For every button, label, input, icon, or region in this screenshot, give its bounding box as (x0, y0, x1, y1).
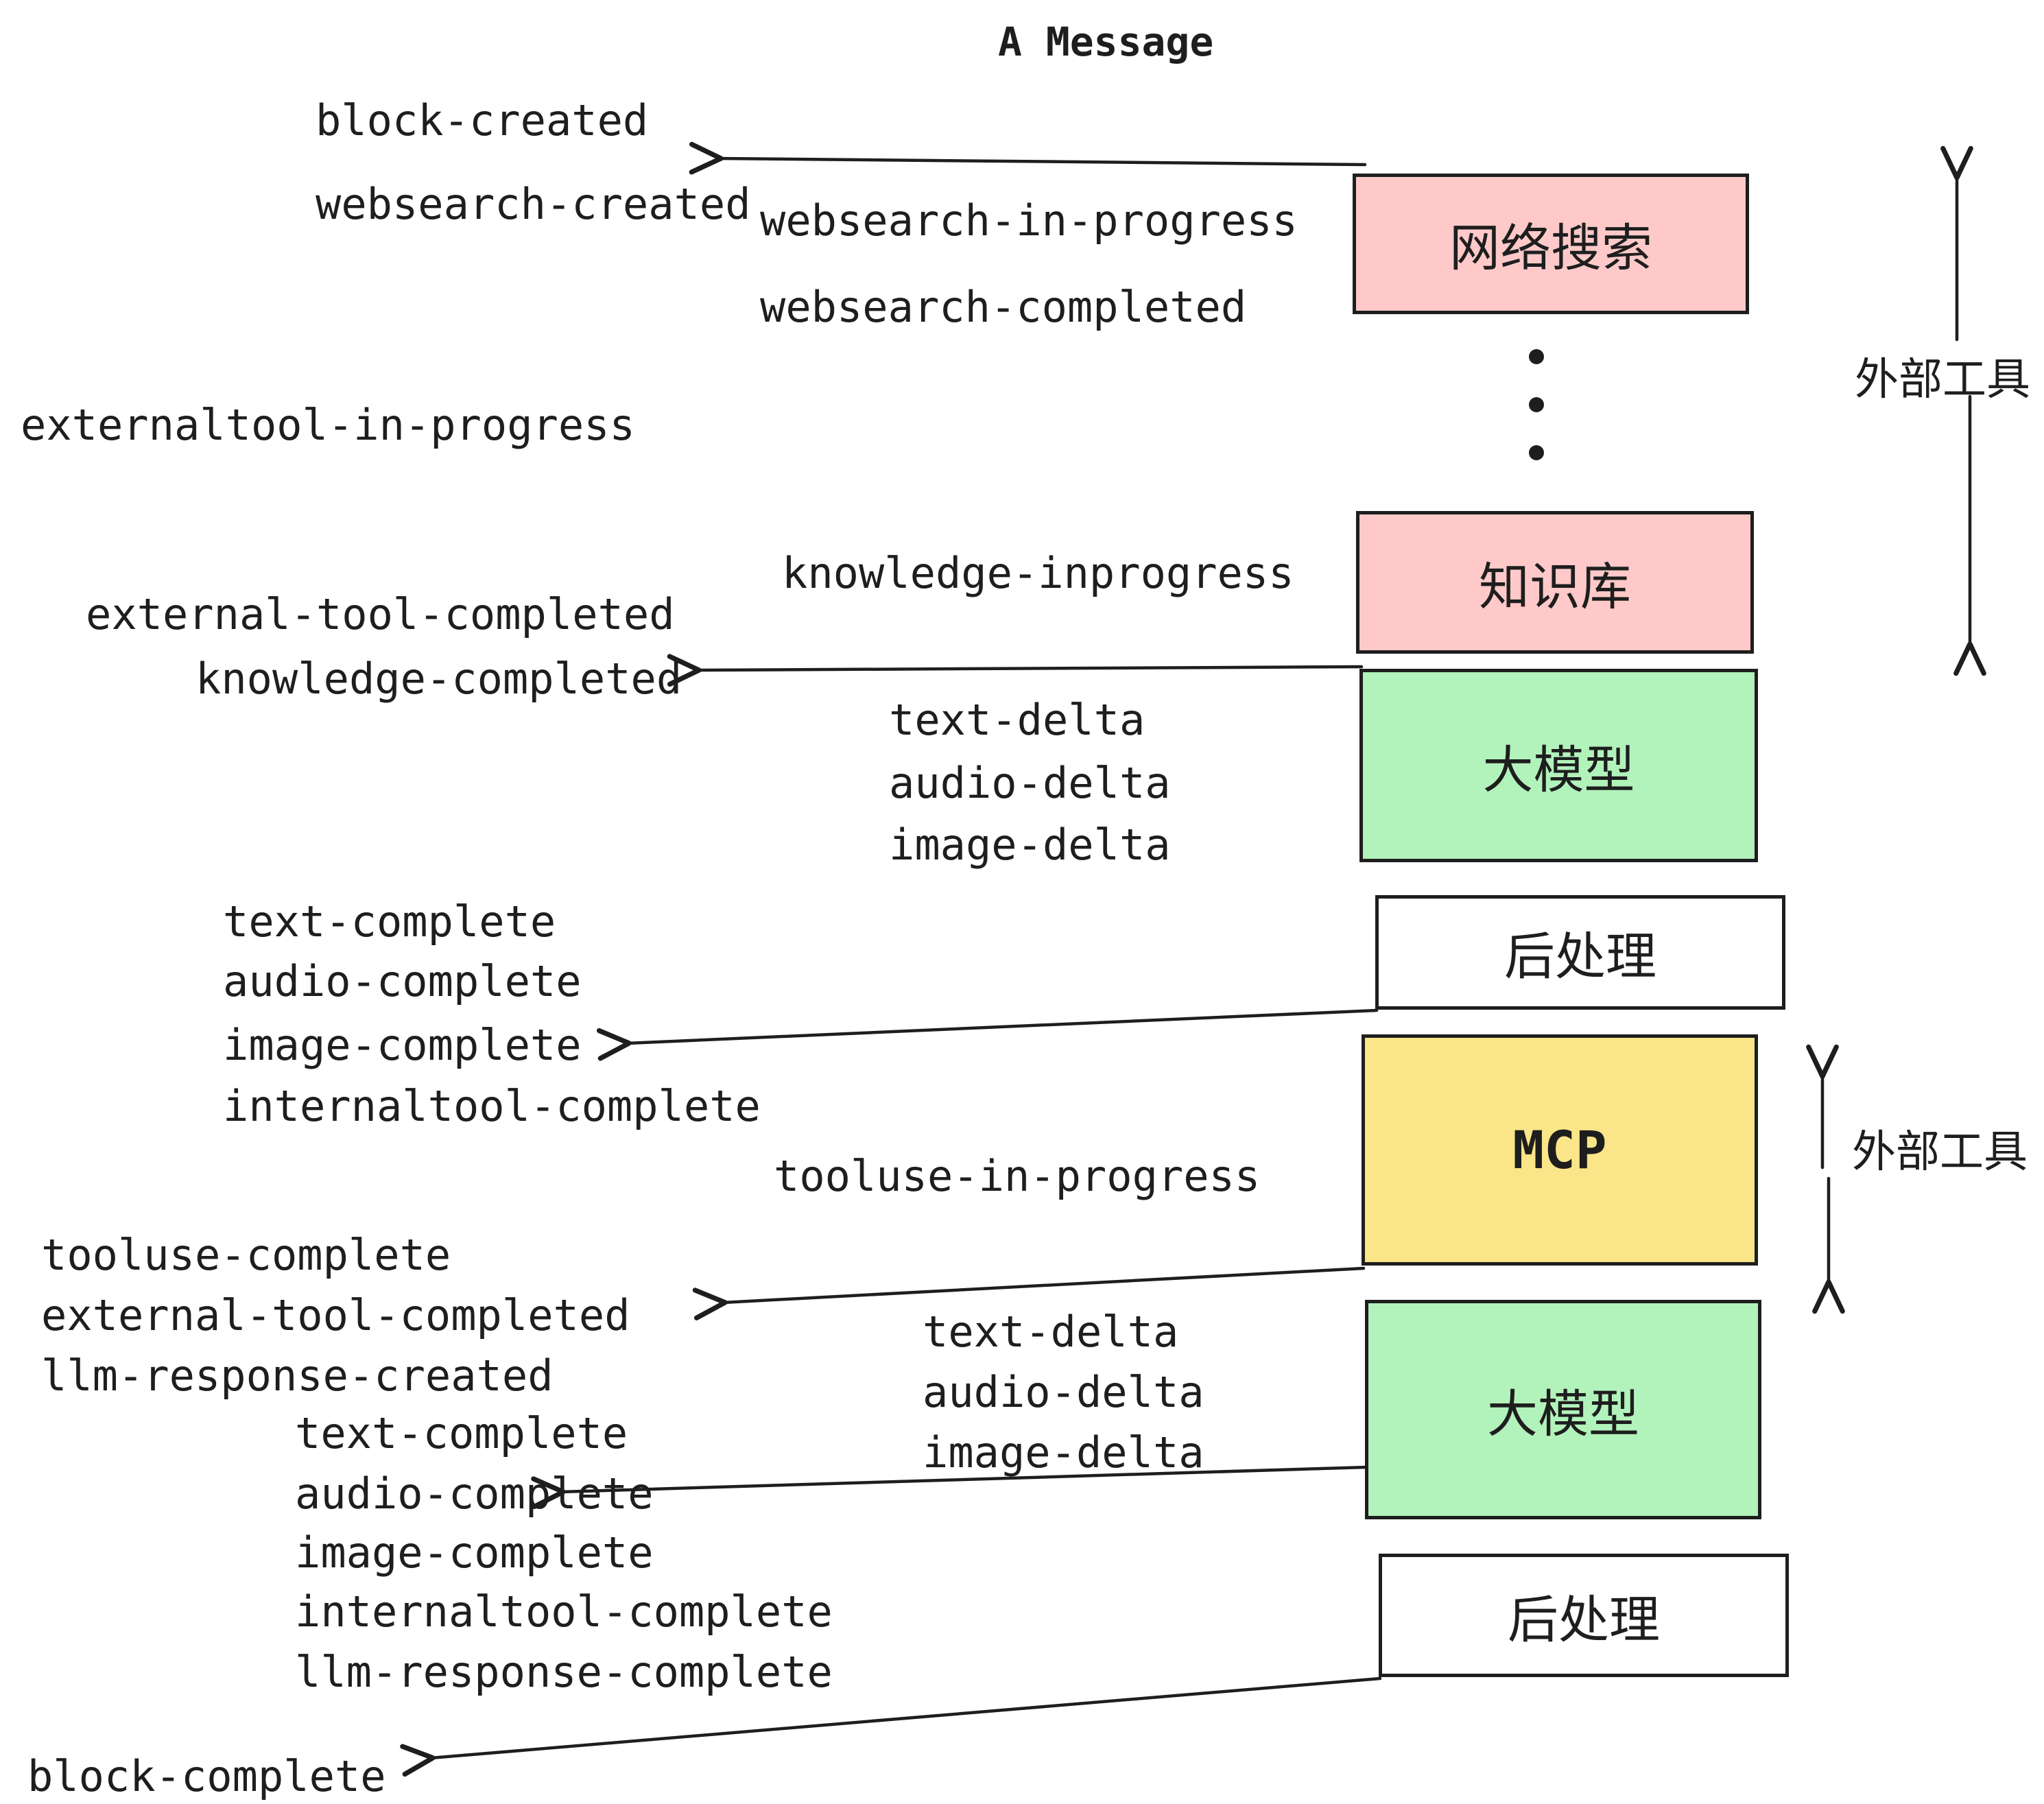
event-internaltool-complete-1: internaltool-complete (223, 1081, 761, 1131)
event-audio-complete-1: audio-complete (223, 956, 582, 1006)
annotation-external-tools-bottom: 外部工具 (1852, 1127, 2028, 1176)
vertical-ellipsis-dot-3 (1529, 445, 1544, 460)
arrow-knowledge-completed (667, 654, 1364, 687)
box-llm-top: 大模型 (1359, 669, 1758, 862)
event-external-tool-completed-1: external-tool-completed (86, 589, 675, 639)
box-llm-bottom: 大模型 (1365, 1300, 1761, 1519)
event-image-complete-2: image-complete (295, 1528, 654, 1578)
event-external-tool-completed-2: external-tool-completed (41, 1290, 630, 1340)
vertical-ellipsis-dot-1 (1529, 349, 1544, 364)
event-websearch-completed: websearch-completed (760, 282, 1247, 332)
box-websearch-label: 网络搜索 (1449, 219, 1652, 276)
event-audio-delta-2: audio-delta (923, 1367, 1204, 1417)
box-post-bottom-label: 后处理 (1508, 1591, 1660, 1648)
arrow-image-complete (596, 1008, 1379, 1061)
box-post-top: 后处理 (1375, 895, 1785, 1010)
event-image-delta-1: image-delta (889, 820, 1171, 870)
event-websearch-in-progress: websearch-in-progress (760, 195, 1298, 246)
event-block-created: block-created (316, 95, 649, 145)
box-llm-top-label: 大模型 (1482, 741, 1635, 798)
event-text-delta-1: text-delta (889, 695, 1145, 745)
box-post-bottom: 后处理 (1379, 1554, 1789, 1677)
event-knowledge-completed: knowledge-completed (195, 654, 682, 704)
box-mcp-label: MCP (1512, 1119, 1607, 1180)
box-post-top-label: 后处理 (1504, 928, 1656, 985)
arrow-websearch-created (689, 141, 1367, 175)
event-image-delta-2: image-delta (923, 1427, 1204, 1477)
event-internaltool-complete-2: internaltool-complete (295, 1587, 833, 1637)
event-llm-response-created: llm-response-created (41, 1351, 554, 1401)
event-audio-complete-2: audio-complete (295, 1469, 654, 1519)
box-websearch: 网络搜索 (1353, 174, 1749, 314)
box-mcp: MCP (1362, 1034, 1758, 1266)
event-knowledge-inprogress: knowledge-inprogress (782, 548, 1294, 598)
event-text-complete-1: text-complete (223, 897, 556, 947)
page-title: A Message (998, 19, 1214, 65)
event-image-complete-1: image-complete (223, 1020, 582, 1070)
event-llm-response-complete: llm-response-complete (295, 1647, 833, 1697)
event-externaltool-in-progress: externaltool-in-progress (21, 400, 635, 450)
event-tooluse-complete: tooluse-complete (41, 1230, 451, 1280)
event-tooluse-in-progress: tooluse-in-progress (774, 1151, 1261, 1201)
event-text-delta-2: text-delta (923, 1307, 1179, 1357)
event-audio-delta-1: audio-delta (889, 758, 1171, 808)
event-text-complete-2: text-complete (295, 1408, 628, 1458)
box-knowledge: 知识库 (1356, 511, 1754, 654)
vertical-ellipsis-dot-2 (1529, 397, 1544, 412)
annotation-external-tools-top: 外部工具 (1855, 355, 2030, 404)
event-block-complete: block-complete (27, 1751, 386, 1801)
event-websearch-created: websearch-created (316, 179, 751, 229)
box-llm-bottom-label: 大模型 (1487, 1385, 1639, 1443)
box-knowledge-label: 知识库 (1479, 558, 1631, 615)
arrow-tooluse-complete (692, 1266, 1366, 1320)
